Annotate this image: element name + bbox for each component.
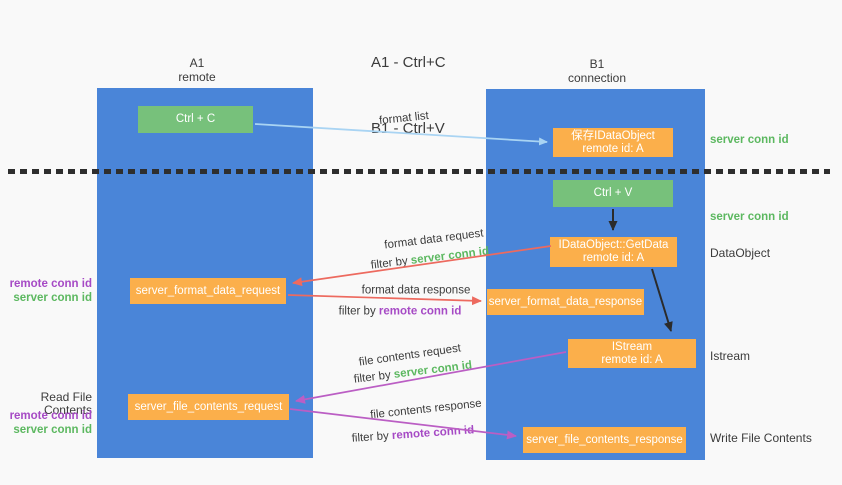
- label-server-conn-id-mid: server conn id: [710, 211, 789, 223]
- lane-b1-subtitle: connection: [567, 71, 627, 85]
- save-idataobject-title: 保存IDataObject: [571, 129, 655, 142]
- label-filter-by-remote-conn-id-2: filter by remote conn id: [351, 424, 474, 446]
- ctrl-v-label: Ctrl + V: [593, 187, 633, 199]
- getdata-remote-id: remote id: A: [582, 252, 645, 264]
- label-filter-by-remote-conn-id-1: filter by remote conn id: [339, 306, 462, 319]
- save-idataobject-box: 保存IDataObject remote id: A: [553, 128, 673, 157]
- filter-by-text: filter by: [351, 430, 390, 445]
- label-istream: Istream: [710, 349, 751, 363]
- label-format-server-conn-id: server conn id: [13, 292, 92, 304]
- ctrl-c-label: Ctrl + C: [175, 113, 216, 125]
- server-format-data-request-label: server_format_data_request: [135, 284, 281, 297]
- server-file-contents-response-box: server_file_contents_response: [523, 427, 686, 453]
- istream-remote-id: remote id: A: [601, 353, 663, 366]
- label-dataobject: DataObject: [710, 246, 771, 260]
- lane-b1-name: B1: [589, 57, 605, 71]
- filter-by-text: filter by: [353, 369, 392, 386]
- label-file-contents-response: file contents response: [369, 397, 483, 422]
- label-format-remote-conn-id: remote conn id: [9, 278, 92, 290]
- lane-b1-header: B1 connection: [537, 57, 657, 85]
- server-format-data-request-box: server_format_data_request: [130, 278, 286, 304]
- remote-conn-id-text: remote conn id: [391, 424, 475, 442]
- server-file-contents-request-label: server_file_contents_request: [134, 400, 283, 413]
- istream-box: IStream remote id: A: [568, 339, 696, 368]
- getdata-title: IDataObject::GetData: [558, 239, 669, 251]
- server-format-data-response-label: server_format_data_response: [488, 295, 643, 308]
- lane-a1-name: A1: [189, 56, 205, 70]
- server-conn-id-text: server conn id: [410, 245, 490, 267]
- ctrl-v-box: Ctrl + V: [553, 180, 673, 207]
- label-read-file-contents: Read File Contents: [40, 390, 92, 417]
- title-line-1: A1 - Ctrl+C: [371, 54, 446, 71]
- label-format-data-response: format data response: [361, 284, 471, 297]
- filter-by-text: filter by: [338, 305, 376, 318]
- diagram-title: A1 - Ctrl+C B1 - Ctrl+V: [371, 8, 446, 184]
- remote-conn-id-text: remote conn id: [378, 305, 462, 318]
- server-format-data-response-box: server_format_data_response: [487, 289, 644, 315]
- filter-by-text: filter by: [370, 255, 409, 272]
- server-file-contents-response-label: server_file_contents_response: [526, 433, 683, 446]
- lane-a1-subtitle: remote: [178, 70, 216, 84]
- idataobject-getdata-box: IDataObject::GetData remote id: A: [550, 237, 677, 267]
- label-server-conn-id-top: server conn id: [710, 134, 789, 146]
- server-file-contents-request-box: server_file_contents_request: [128, 394, 289, 420]
- label-write-file-contents: Write File Contents: [710, 431, 812, 445]
- ctrl-c-box: Ctrl + C: [138, 106, 253, 133]
- save-idataobject-remote-id: remote id: A: [582, 142, 644, 155]
- istream-title: IStream: [611, 340, 653, 353]
- label-file-server-conn-id: server conn id: [13, 424, 92, 436]
- label-file-remote-conn-id: remote conn id: [9, 410, 92, 422]
- session-divider-dashed-line: [8, 169, 830, 174]
- lane-a1-header: A1 remote: [137, 56, 257, 84]
